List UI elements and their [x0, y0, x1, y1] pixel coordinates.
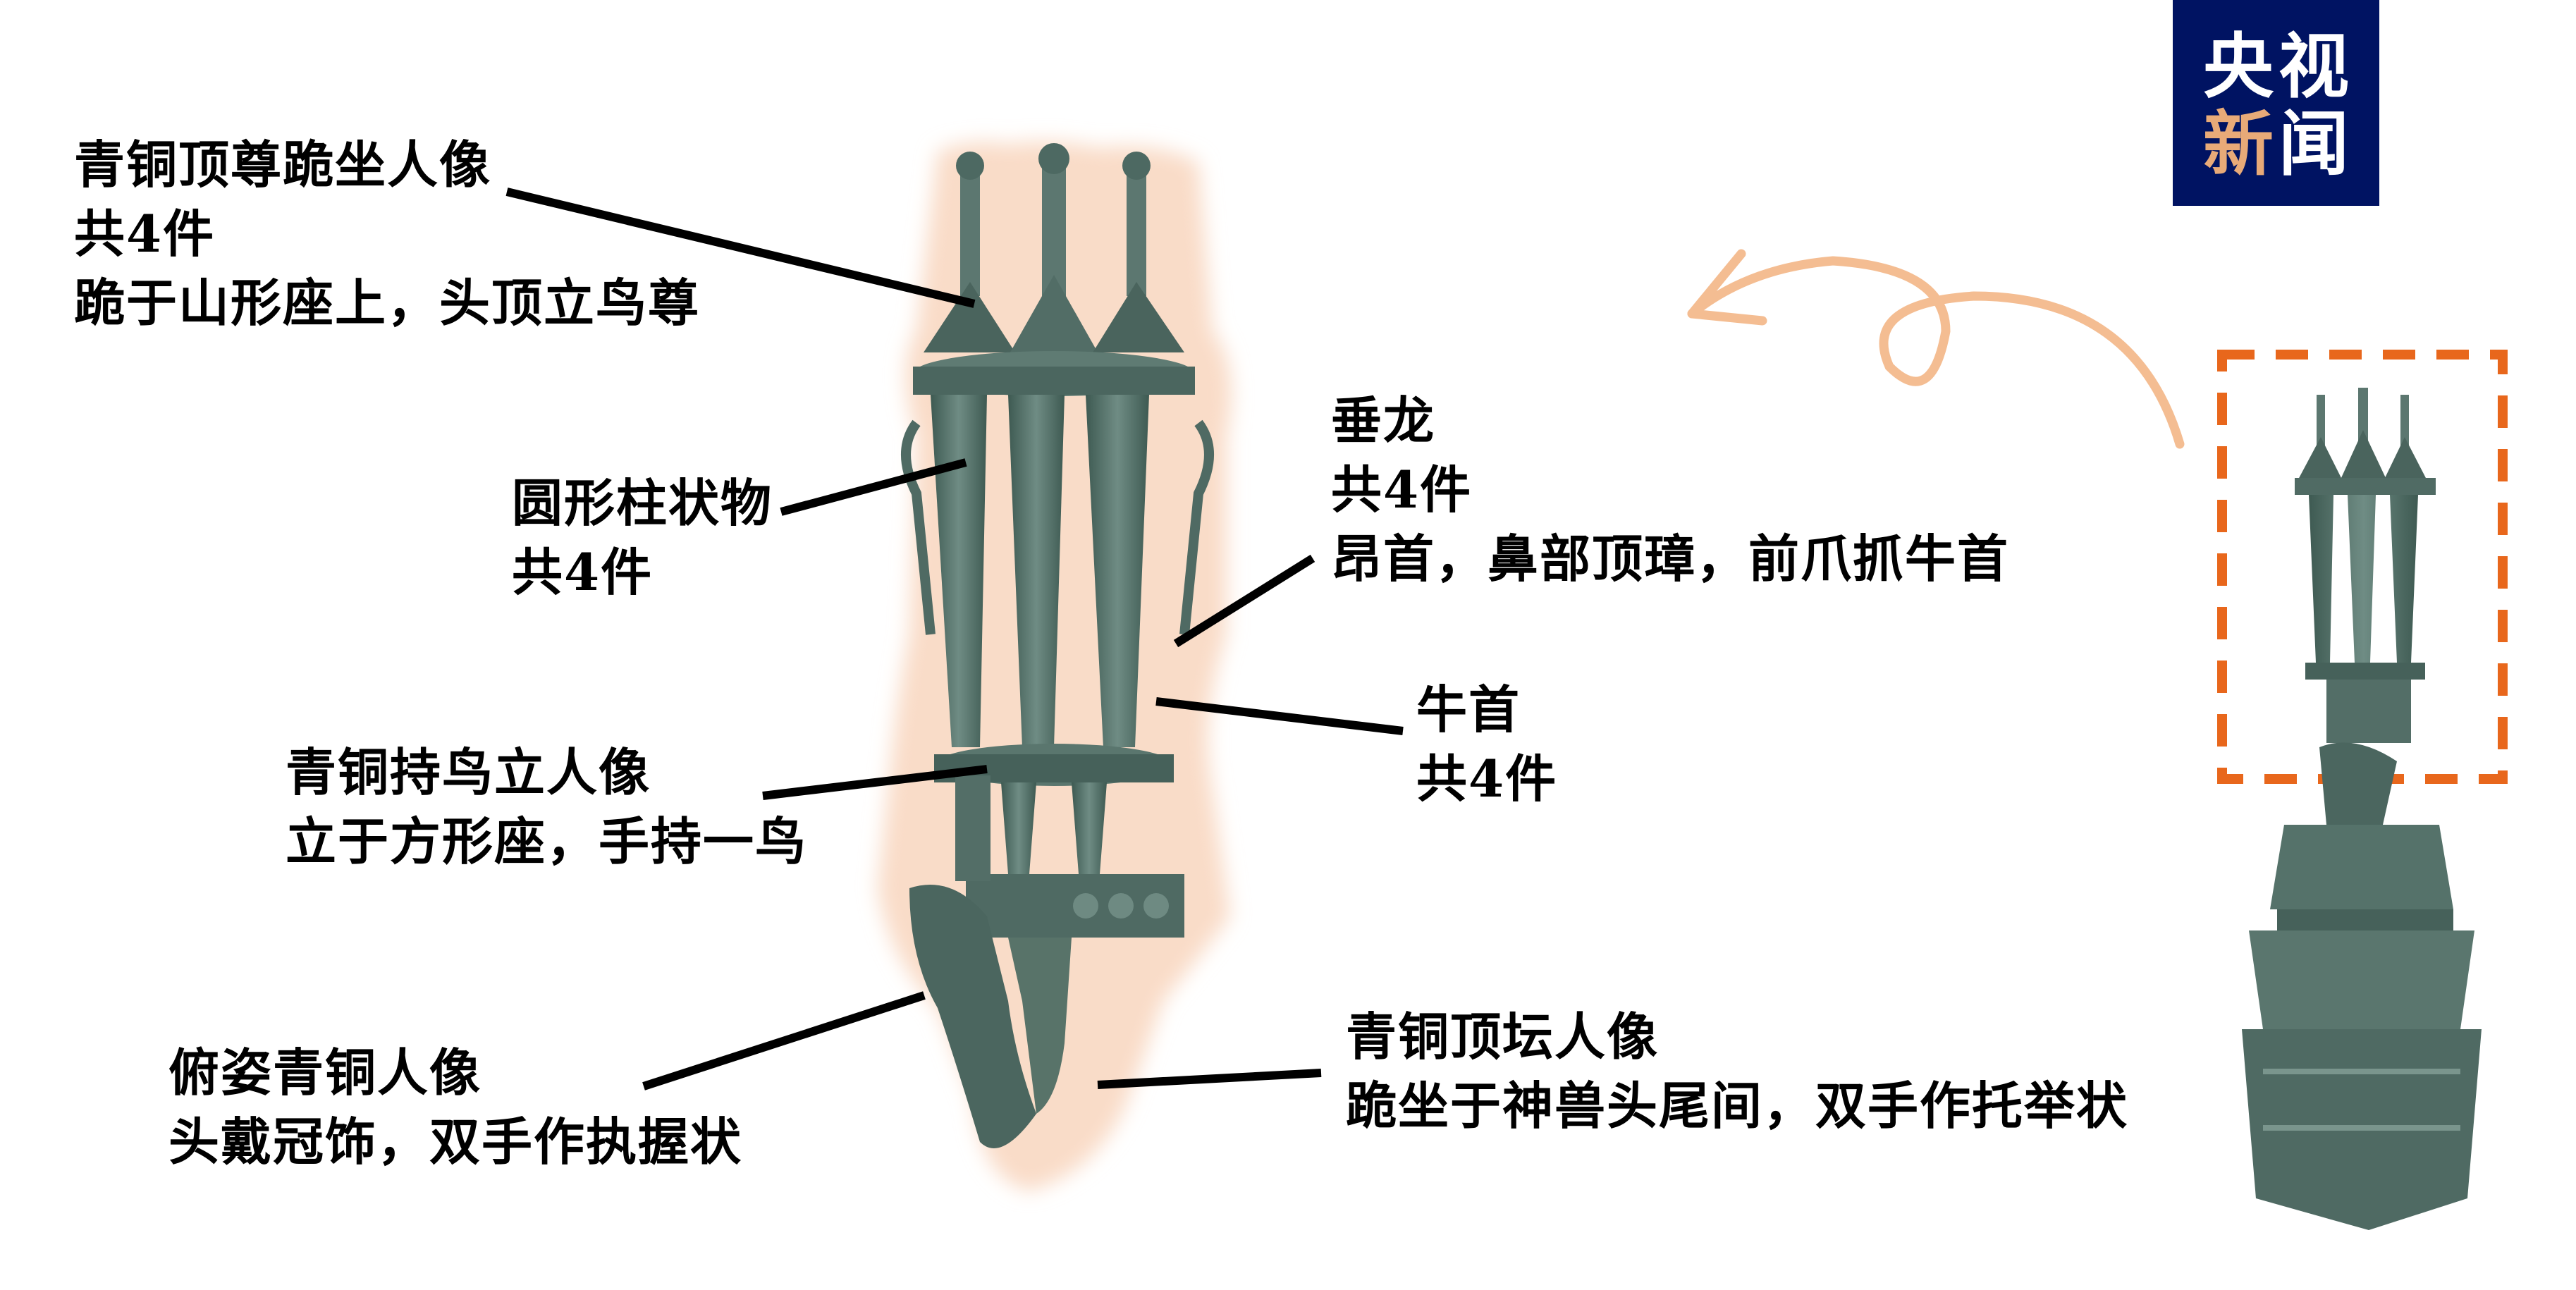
logo-char: 闻: [2278, 103, 2349, 185]
label-description: 跪于山形座上，头顶立鸟尊: [74, 273, 701, 333]
label-description: 跪坐于神兽头尾间，双手作托举状: [1346, 1076, 2129, 1136]
label-ox-head: 牛首 共4件: [1416, 675, 1557, 813]
label-title: 牛首: [1416, 680, 1521, 739]
pointer-hanging-dragon: [1173, 554, 1315, 648]
dashed-highlight-frame: [2217, 350, 2508, 784]
label-title: 圆形柱状物: [512, 473, 773, 533]
pointer-bird-holding-figure: [762, 765, 988, 800]
label-altar-bearing-figure: 青铜顶坛人像 跪坐于神兽头尾间，双手作托举状: [1346, 1002, 2128, 1141]
label-description: 昂首，鼻部顶璋，前爪抓牛首: [1331, 529, 2010, 589]
logo-char: 央: [2203, 25, 2274, 108]
pointer-top-kneeling-figure: [505, 188, 976, 308]
main-artifact-image: [901, 143, 1214, 1148]
label-title: 青铜持鸟立人像: [286, 742, 651, 802]
label-count: 共4件: [1416, 749, 1558, 809]
label-hanging-dragon: 垂龙 共4件 昂首，鼻部顶璋，前爪抓牛首: [1331, 386, 2009, 594]
cctv-news-logo: 央 视 新 闻: [2173, 0, 2379, 206]
label-description: 立于方形座，手持一鸟: [286, 811, 808, 871]
label-description: 头戴冠饰，双手作执握状: [168, 1112, 743, 1172]
label-prone-figure: 俯姿青铜人像 头戴冠饰，双手作执握状: [168, 1038, 742, 1177]
label-title: 俯姿青铜人像: [168, 1043, 482, 1102]
label-title: 垂龙: [1331, 391, 1436, 450]
full-artifact-image: [2242, 388, 2482, 1230]
logo-char: 新: [2203, 103, 2274, 185]
label-bird-holding-figure: 青铜持鸟立人像 立于方形座，手持一鸟: [286, 738, 807, 876]
label-top-kneeling-figure: 青铜顶尊跪坐人像 共4件 跪于山形座上，头顶立鸟尊: [74, 130, 700, 338]
pointer-ox-head: [1155, 697, 1404, 735]
label-title: 青铜顶尊跪坐人像: [74, 135, 492, 195]
pointer-round-pillars: [780, 458, 967, 516]
pointer-lines: [505, 188, 1404, 1091]
label-title: 青铜顶坛人像: [1346, 1007, 1660, 1067]
label-round-pillars: 圆形柱状物 共4件: [512, 469, 773, 607]
pointer-prone-figure: [642, 991, 926, 1091]
logo-char: 视: [2278, 25, 2349, 108]
label-count: 共4件: [74, 204, 216, 264]
pointer-altar-bearing-figure: [1097, 1069, 1322, 1089]
label-count: 共4件: [512, 542, 654, 602]
label-count: 共4件: [1331, 460, 1473, 520]
curved-arrow-icon: [1687, 249, 2185, 449]
